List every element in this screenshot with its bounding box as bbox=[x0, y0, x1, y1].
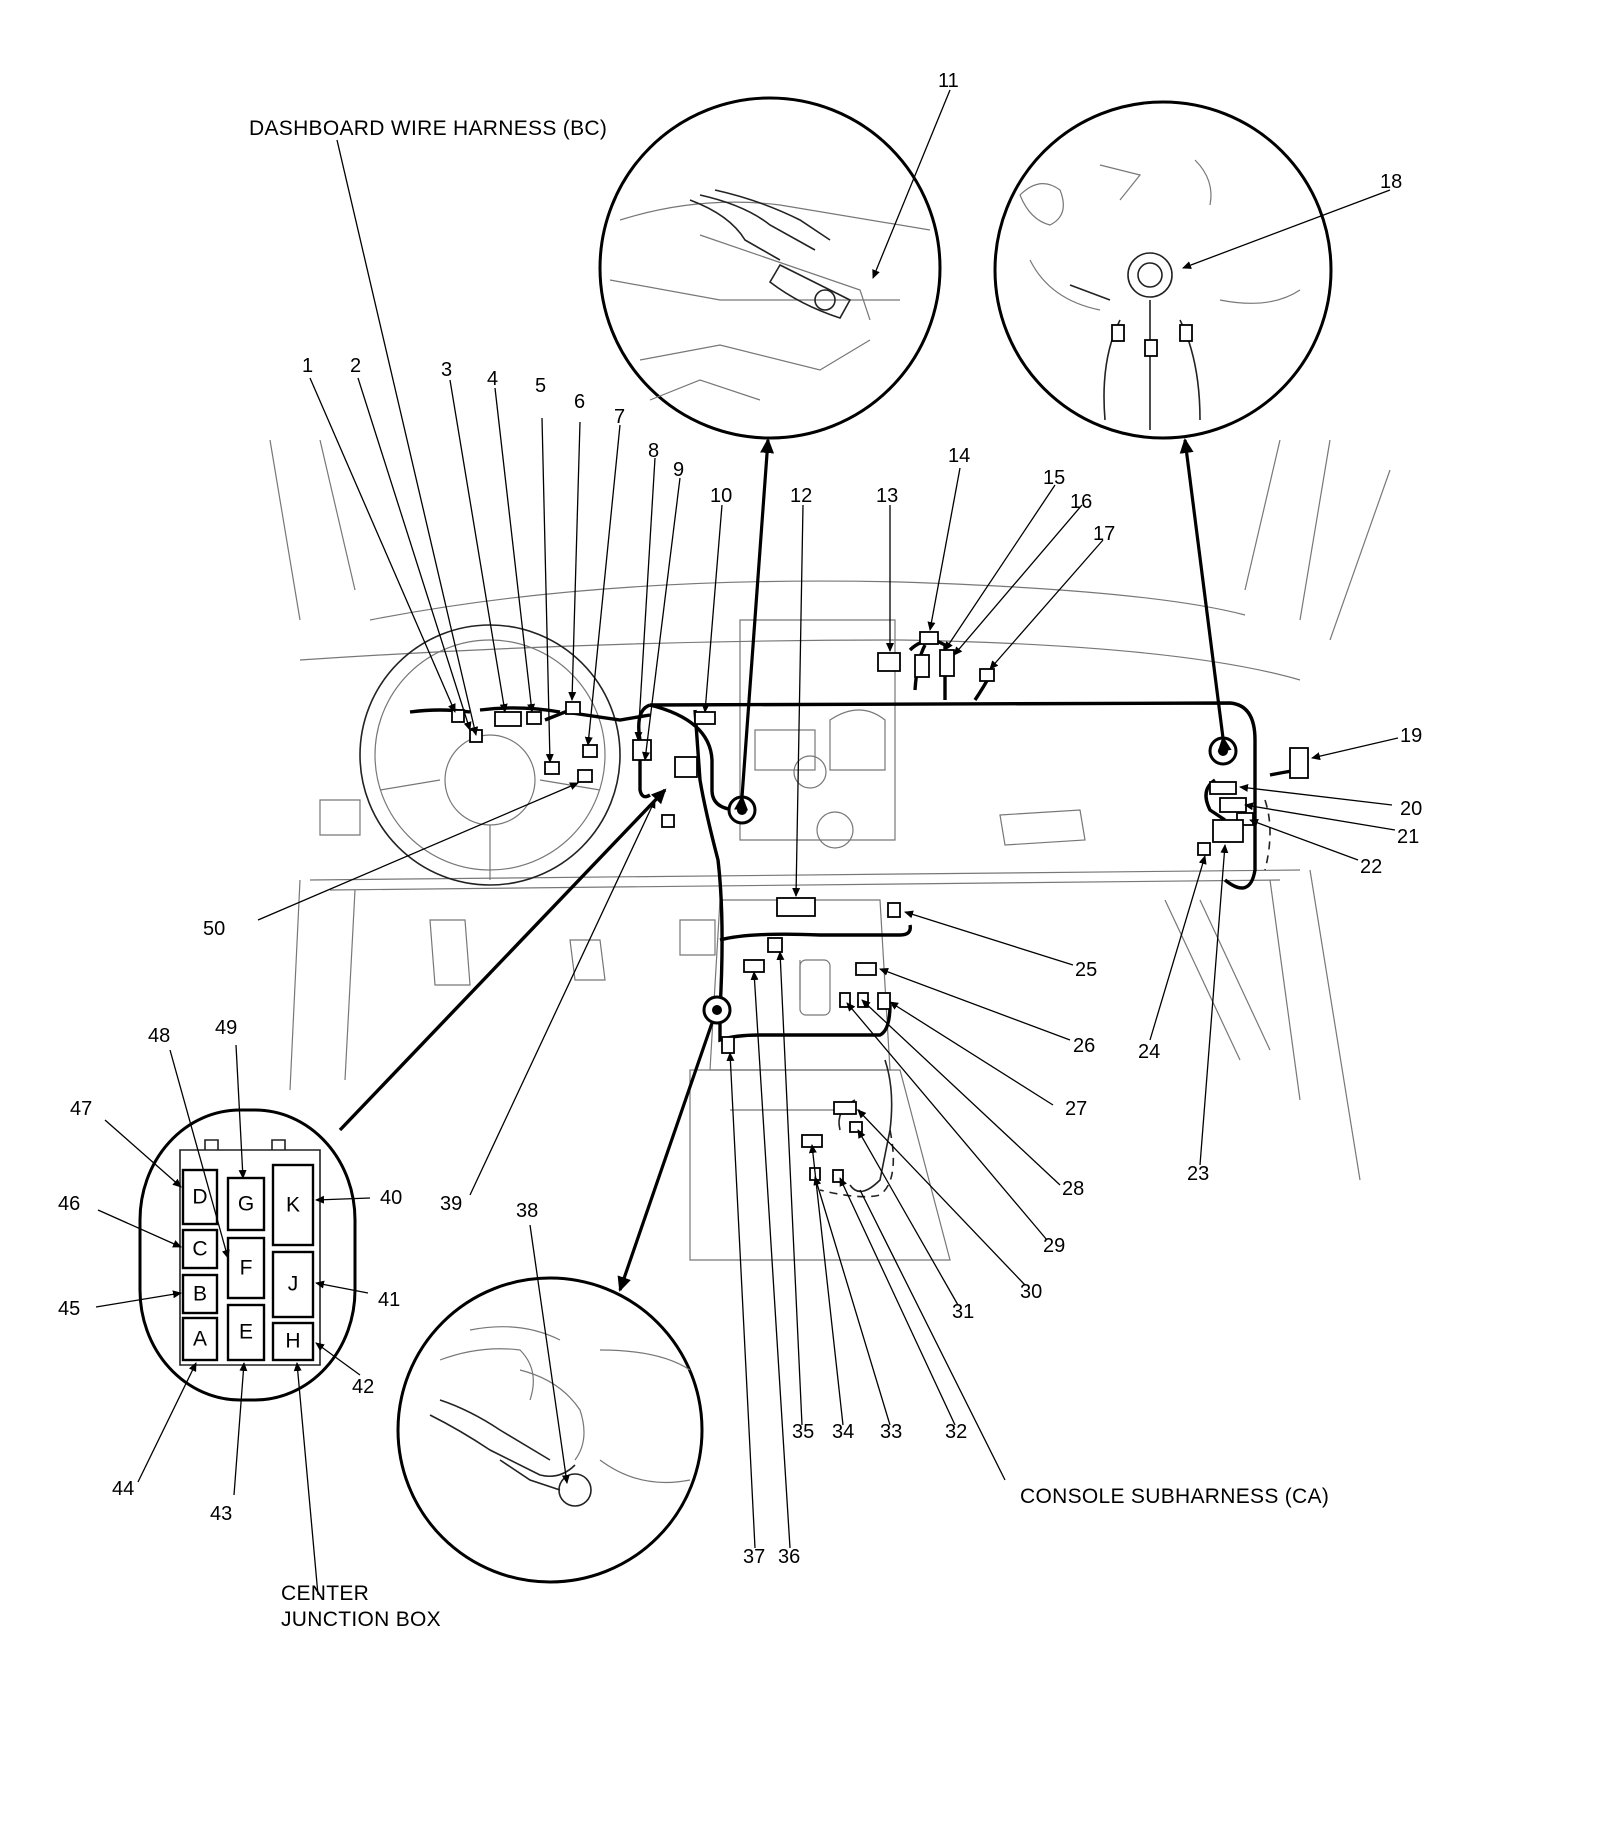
jb-label-b: B bbox=[193, 1283, 207, 1306]
callout-14: 14 bbox=[948, 445, 970, 467]
dashboard-harness-caption: DASHBOARD WIRE HARNESS (BC) bbox=[249, 117, 607, 140]
callout-33: 33 bbox=[880, 1421, 902, 1443]
callout-labels: 1 2 3 4 5 6 7 8 9 10 11 12 13 14 15 16 1… bbox=[58, 70, 1422, 1568]
console-subharness-caption: CONSOLE SUBHARNESS (CA) bbox=[1020, 1485, 1329, 1508]
callout-1: 1 bbox=[302, 355, 313, 377]
callout-13: 13 bbox=[876, 485, 898, 507]
callout-17: 17 bbox=[1093, 523, 1115, 545]
callout-42: 42 bbox=[352, 1376, 374, 1398]
detail-arrows bbox=[338, 438, 1232, 1292]
callout-5: 5 bbox=[535, 375, 546, 397]
callout-6: 6 bbox=[574, 391, 585, 413]
callout-22: 22 bbox=[1360, 856, 1382, 878]
callout-4: 4 bbox=[487, 368, 498, 390]
jb-label-f: F bbox=[240, 1257, 253, 1280]
callout-29: 29 bbox=[1043, 1235, 1065, 1257]
detail-circle-18 bbox=[993, 100, 1333, 440]
jb-label-g: G bbox=[238, 1193, 254, 1216]
jb-cell-h bbox=[271, 1321, 315, 1362]
callout-38: 38 bbox=[516, 1200, 538, 1222]
jb-cell-f bbox=[226, 1236, 266, 1300]
callout-35: 35 bbox=[792, 1421, 814, 1443]
callout-46: 46 bbox=[58, 1193, 80, 1215]
callout-3: 3 bbox=[441, 359, 452, 381]
callout-19: 19 bbox=[1400, 725, 1422, 747]
callout-40: 40 bbox=[380, 1187, 402, 1209]
callout-12: 12 bbox=[790, 485, 812, 507]
jb-label-e: E bbox=[239, 1321, 253, 1344]
center-junction-box-caption-line1: CENTER bbox=[281, 1582, 369, 1605]
callout-34: 34 bbox=[832, 1421, 854, 1443]
callout-16: 16 bbox=[1070, 491, 1092, 513]
jb-cell-e bbox=[226, 1303, 266, 1362]
callout-31: 31 bbox=[952, 1301, 974, 1323]
callout-49: 49 bbox=[215, 1017, 237, 1039]
jb-cell-c bbox=[181, 1228, 219, 1270]
jb-label-k: K bbox=[286, 1194, 300, 1217]
center-junction-box-caption-line2: JUNCTION BOX bbox=[281, 1608, 441, 1631]
callout-10: 10 bbox=[710, 485, 732, 507]
callout-26: 26 bbox=[1073, 1035, 1095, 1057]
jb-label-c: C bbox=[192, 1238, 207, 1261]
connectors bbox=[451, 631, 1309, 1183]
jb-cell-b bbox=[181, 1273, 219, 1315]
jb-label-h: H bbox=[285, 1330, 300, 1353]
callout-18: 18 bbox=[1380, 171, 1402, 193]
callout-11: 11 bbox=[938, 70, 959, 92]
jb-cell-k bbox=[271, 1163, 315, 1247]
callout-15: 15 bbox=[1043, 467, 1065, 489]
jb-label-j: J bbox=[288, 1273, 299, 1296]
callout-50: 50 bbox=[203, 918, 225, 940]
callout-48: 48 bbox=[148, 1025, 170, 1047]
jb-cell-g bbox=[226, 1176, 266, 1232]
callout-47: 47 bbox=[70, 1098, 92, 1120]
callout-41: 41 bbox=[378, 1289, 400, 1311]
callout-43: 43 bbox=[210, 1503, 232, 1525]
jb-label-d: D bbox=[192, 1186, 207, 1209]
callout-37: 37 bbox=[743, 1546, 765, 1568]
callout-9: 9 bbox=[673, 459, 684, 481]
callout-20: 20 bbox=[1400, 798, 1422, 820]
jb-label-a: A bbox=[193, 1328, 207, 1351]
callout-7: 7 bbox=[614, 406, 625, 428]
captions: DASHBOARD WIRE HARNESS (BC) CONSOLE SUBH… bbox=[249, 117, 1329, 1631]
callout-32: 32 bbox=[945, 1421, 967, 1443]
callout-44: 44 bbox=[112, 1478, 134, 1500]
callout-25: 25 bbox=[1075, 959, 1097, 981]
callout-36: 36 bbox=[778, 1546, 800, 1568]
callout-24: 24 bbox=[1138, 1041, 1160, 1063]
leader-lines bbox=[95, 89, 1399, 1596]
callout-23: 23 bbox=[1187, 1163, 1209, 1185]
center-junction-box: D C B A G F E K J H bbox=[138, 1108, 357, 1402]
callout-39: 39 bbox=[440, 1193, 462, 1215]
callout-2: 2 bbox=[350, 355, 361, 377]
callout-28: 28 bbox=[1062, 1178, 1084, 1200]
callout-8: 8 bbox=[648, 440, 659, 462]
callout-30: 30 bbox=[1020, 1281, 1042, 1303]
callout-27: 27 bbox=[1065, 1098, 1087, 1120]
ground-points bbox=[702, 736, 1238, 1025]
detail-circle-38 bbox=[396, 1276, 704, 1584]
jb-cell-j bbox=[271, 1250, 315, 1319]
detail-circle-11 bbox=[598, 96, 942, 440]
jb-cell-a bbox=[181, 1316, 219, 1362]
callout-21: 21 bbox=[1397, 826, 1419, 848]
interior-outline bbox=[269, 439, 1391, 1261]
callout-45: 45 bbox=[58, 1298, 80, 1320]
